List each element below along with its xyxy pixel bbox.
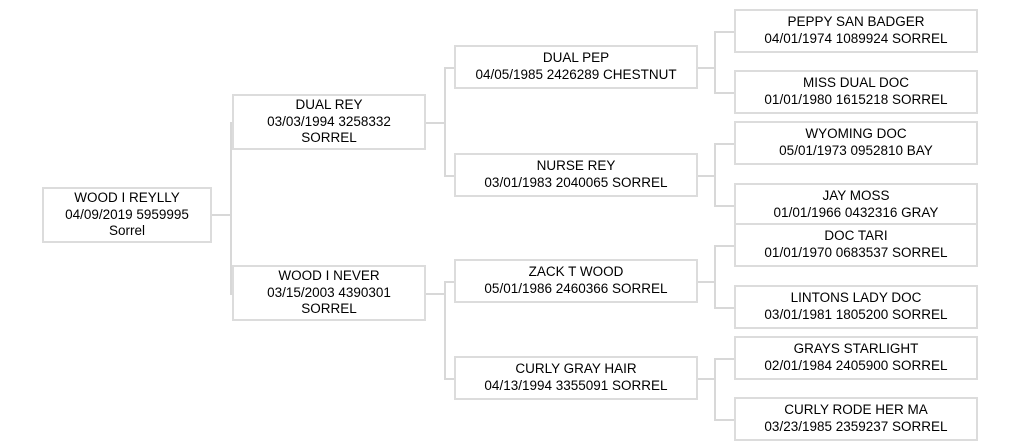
- node-name: PEPPY SAN BADGER: [787, 14, 925, 30]
- connector-dual-pep-bracket: [714, 31, 716, 94]
- pedigree-node-dam-dam[interactable]: CURLY GRAY HAIR 04/13/1994 3355091 SORRE…: [454, 356, 698, 400]
- connector-zack-t-wood-bracket: [714, 245, 716, 309]
- connector-to-lintons-lady-doc: [714, 307, 734, 309]
- node-name: JAY MOSS: [822, 188, 890, 204]
- connector-to-curly-gray-hair: [444, 378, 454, 380]
- connector-to-nurse-rey: [444, 175, 454, 177]
- pedigree-node-sire-sire-sire[interactable]: PEPPY SAN BADGER 04/01/1974 1089924 SORR…: [734, 9, 978, 53]
- pedigree-node-sire-dam[interactable]: NURSE REY 03/01/1983 2040065 SORREL: [454, 153, 698, 197]
- connector-to-grays-starlight: [714, 358, 734, 360]
- node-details: 03/01/1981 1805200 SORREL: [764, 307, 948, 322]
- connector-curly-gray-hair-stem: [698, 378, 716, 380]
- node-color: Sorrel: [108, 223, 145, 239]
- node-color: SORREL: [301, 130, 357, 146]
- node-name: WYOMING DOC: [805, 126, 907, 142]
- connector-to-peppy-san-badger: [714, 31, 734, 33]
- pedigree-node-dam-sire[interactable]: ZACK T WOOD 05/01/1986 2460366 SORREL: [454, 259, 698, 303]
- connector-to-miss-dual-doc: [714, 92, 734, 94]
- connector-dual-pep-stem: [698, 67, 716, 69]
- node-details: 04/09/2019 5959995: [65, 206, 189, 222]
- node-details: 04/01/1974 1089924 SORREL: [764, 31, 948, 46]
- node-details: 01/01/1970 0683537 SORREL: [764, 245, 948, 260]
- pedigree-node-sire[interactable]: DUAL REY 03/03/1994 3258332 SORREL: [232, 94, 426, 150]
- pedigree-node-sire-dam-dam[interactable]: JAY MOSS 01/01/1966 0432316 GRAY: [734, 183, 978, 227]
- connector-dual-rey-stem: [426, 122, 446, 124]
- node-name: CURLY RODE HER MA: [784, 402, 928, 418]
- node-details: 05/01/1973 0952810 BAY: [779, 143, 933, 158]
- connector-to-dual-pep: [444, 67, 454, 69]
- connector-to-curly-rode-her-ma: [714, 419, 734, 421]
- connector-nurse-rey-stem: [698, 175, 716, 177]
- connector-to-wyoming-doc: [714, 143, 734, 145]
- pedigree-node-subject[interactable]: WOOD I REYLLY 04/09/2019 5959995 Sorrel: [42, 187, 212, 243]
- node-name: NURSE REY: [536, 158, 616, 174]
- node-details: 03/15/2003 4390301: [267, 284, 391, 300]
- connector-to-doc-tari: [714, 245, 734, 247]
- node-name: WOOD I REYLLY: [74, 189, 180, 205]
- pedigree-node-dam-dam-dam[interactable]: CURLY RODE HER MA 03/23/1985 2359237 SOR…: [734, 397, 978, 441]
- node-details: 04/05/1985 2426289 CHESTNUT: [475, 67, 677, 82]
- connector-to-jay-moss: [714, 205, 734, 207]
- node-details: 03/01/1983 2040065 SORREL: [484, 175, 668, 190]
- node-name: GRAYS STARLIGHT: [793, 341, 919, 357]
- node-name: WOOD I NEVER: [278, 267, 380, 283]
- connector-dual-rey-bracket: [444, 67, 446, 177]
- connector-wood-i-never-stem: [426, 293, 446, 295]
- node-details: 03/23/1985 2359237 SORREL: [764, 419, 948, 434]
- connector-to-zack-t-wood: [444, 281, 454, 283]
- connector-curly-gray-hair-bracket: [714, 358, 716, 421]
- connector-wood-i-never-bracket: [444, 281, 446, 380]
- connector-nurse-rey-bracket: [714, 143, 716, 207]
- node-details: 01/01/1966 0432316 GRAY: [773, 205, 939, 220]
- node-name: CURLY GRAY HAIR: [515, 361, 637, 377]
- pedigree-node-sire-dam-sire[interactable]: WYOMING DOC 05/01/1973 0952810 BAY: [734, 121, 978, 165]
- pedigree-node-dam[interactable]: WOOD I NEVER 03/15/2003 4390301 SORREL: [232, 265, 426, 321]
- pedigree-node-dam-dam-sire[interactable]: GRAYS STARLIGHT 02/01/1984 2405900 SORRE…: [734, 336, 978, 380]
- pedigree-node-sire-sire-dam[interactable]: MISS DUAL DOC 01/01/1980 1615218 SORREL: [734, 70, 978, 114]
- node-color: SORREL: [301, 301, 357, 317]
- node-name: LINTONS LADY DOC: [790, 290, 922, 306]
- connector-subject-bracket: [230, 122, 232, 294]
- node-details: 03/03/1994 3258332: [267, 113, 391, 129]
- node-name: ZACK T WOOD: [528, 264, 624, 280]
- node-name: MISS DUAL DOC: [802, 75, 910, 91]
- connector-zack-t-wood-stem: [698, 281, 716, 283]
- node-details: 01/01/1980 1615218 SORREL: [764, 92, 948, 107]
- node-name: DOC TARI: [824, 228, 888, 244]
- connector-subject-stem: [212, 214, 232, 216]
- pedigree-node-sire-sire[interactable]: DUAL PEP 04/05/1985 2426289 CHESTNUT: [454, 45, 698, 89]
- node-name: DUAL REY: [295, 96, 363, 112]
- node-details: 04/13/1994 3355091 SORREL: [484, 378, 668, 393]
- node-name: DUAL PEP: [542, 50, 610, 66]
- node-details: 02/01/1984 2405900 SORREL: [764, 358, 948, 373]
- pedigree-node-dam-sire-sire[interactable]: DOC TARI 01/01/1970 0683537 SORREL: [734, 223, 978, 267]
- node-details: 05/01/1986 2460366 SORREL: [484, 281, 668, 296]
- pedigree-node-dam-sire-dam[interactable]: LINTONS LADY DOC 03/01/1981 1805200 SORR…: [734, 285, 978, 329]
